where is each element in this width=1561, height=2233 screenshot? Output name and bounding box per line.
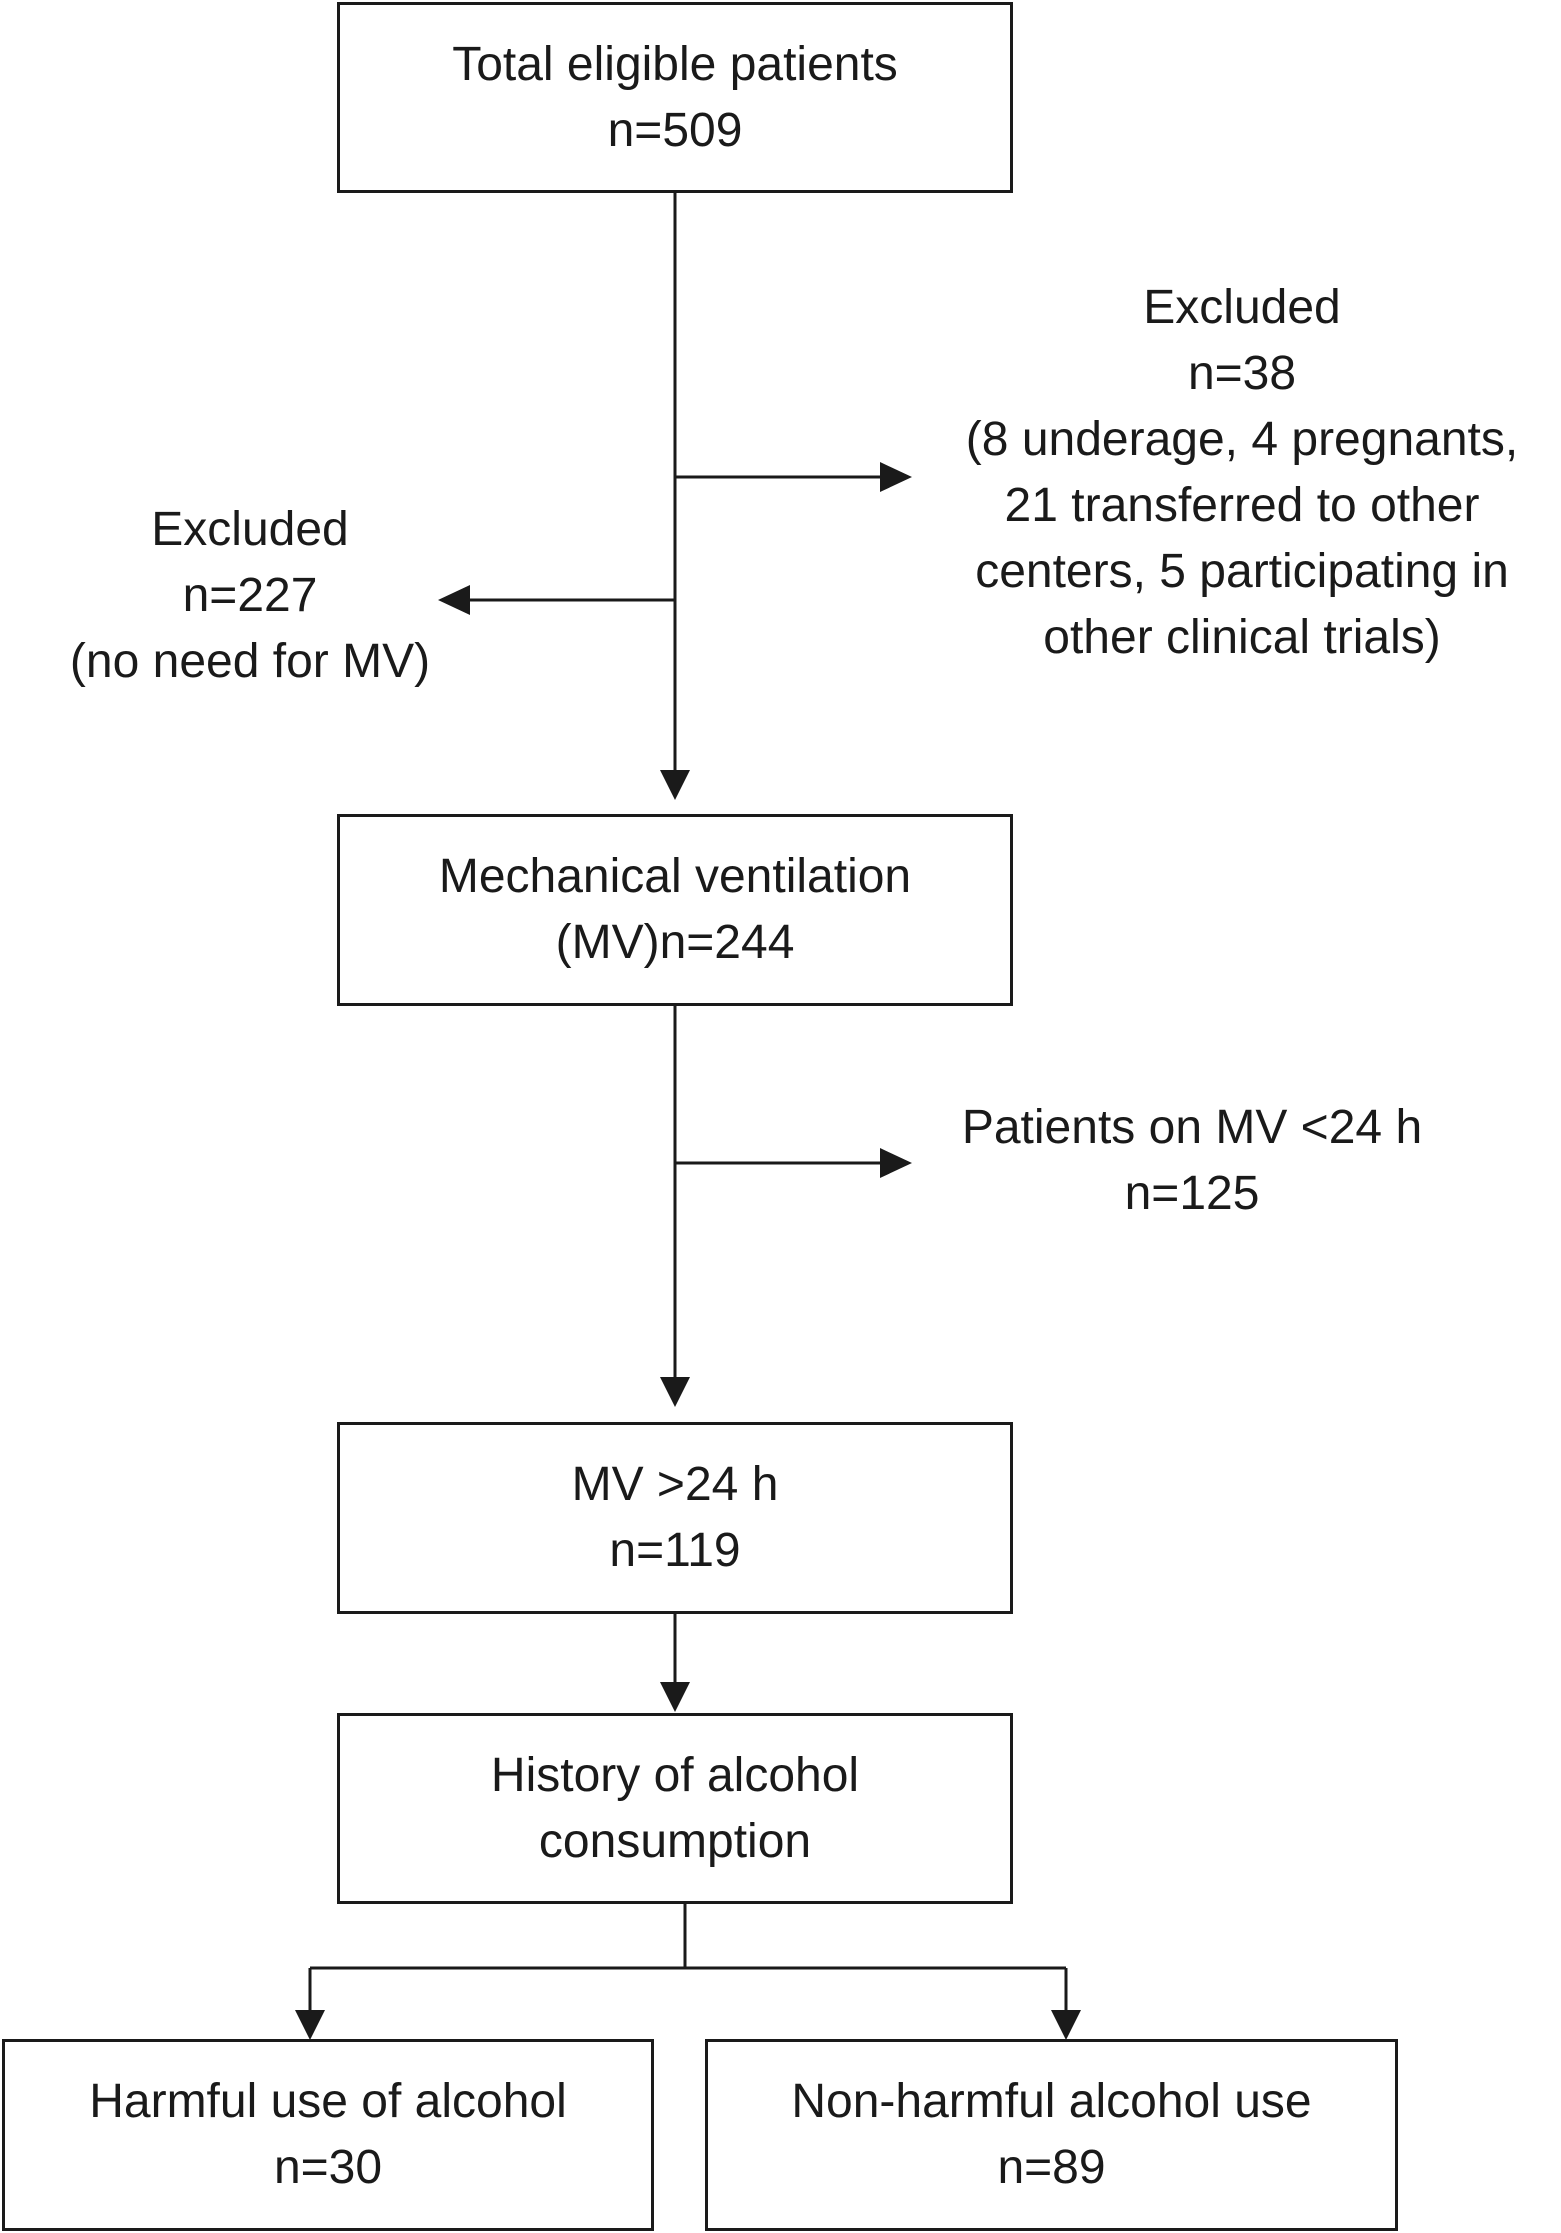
node-non-harmful-use: Non-harmful alcohol use n=89 — [705, 2039, 1398, 2231]
note-excluded-other-reason-3: centers, 5 participating in — [975, 545, 1509, 598]
note-excluded-other: Excluded n=38 (8 underage, 4 pregnants, … — [912, 275, 1561, 671]
note-excluded-other-reason-1: (8 underage, 4 pregnants, — [965, 413, 1519, 466]
node-total-count: n=509 — [607, 103, 743, 157]
arrowhead-to-mv — [660, 770, 690, 800]
node-mechanical-ventilation: Mechanical ventilation (MV)n=244 — [337, 814, 1013, 1006]
node-mv-title: Mechanical ventilation — [438, 850, 912, 903]
arrowhead-to-excluded-other — [880, 462, 912, 492]
note-excluded-no-mv-reason: (no need for MV) — [69, 635, 431, 688]
note-excluded-other-reason-4: other clinical trials) — [1043, 611, 1441, 664]
note-excluded-no-mv-title: Excluded — [151, 503, 349, 556]
node-non-harmful-title: Non-harmful alcohol use — [791, 2075, 1312, 2128]
node-mv-over-24h: MV >24 h n=119 — [337, 1422, 1013, 1614]
arrowhead-to-non-harmful — [1051, 2010, 1081, 2040]
arrowhead-to-mv-under-24 — [880, 1148, 912, 1178]
node-history-line1: History of alcohol — [490, 1748, 860, 1802]
arrowhead-to-harmful — [295, 2010, 325, 2040]
node-history-line2: consumption — [538, 1814, 812, 1868]
note-mv-under-24h-count: n=125 — [1124, 1167, 1260, 1220]
node-mv24-count: n=119 — [609, 1524, 741, 1577]
note-excluded-other-reason-2: 21 transferred to other — [1004, 479, 1480, 532]
node-total-eligible: Total eligible patients n=509 — [337, 2, 1013, 193]
node-mv-count: (MV)n=244 — [555, 916, 795, 969]
node-mv24-title: MV >24 h — [571, 1458, 779, 1511]
note-mv-under-24h-title: Patients on MV <24 h — [961, 1101, 1423, 1154]
node-total-title: Total eligible patients — [452, 37, 898, 91]
note-excluded-other-title: Excluded — [1143, 281, 1341, 334]
note-mv-under-24h: Patients on MV <24 h n=125 — [912, 1095, 1472, 1227]
node-harmful-count: n=30 — [273, 2141, 383, 2194]
node-non-harmful-count: n=89 — [997, 2141, 1106, 2194]
node-harmful-title: Harmful use of alcohol — [89, 2075, 567, 2128]
arrowhead-to-excluded-no-mv — [438, 585, 470, 615]
note-excluded-no-mv: Excluded n=227 (no need for MV) — [20, 497, 480, 695]
note-excluded-no-mv-count: n=227 — [182, 569, 318, 622]
node-alcohol-history: History of alcohol consumption — [337, 1713, 1013, 1904]
node-harmful-use: Harmful use of alcohol n=30 — [2, 2039, 654, 2231]
arrowhead-to-history — [660, 1682, 690, 1712]
note-excluded-other-count: n=38 — [1187, 347, 1297, 400]
arrowhead-to-mv24 — [660, 1377, 690, 1407]
